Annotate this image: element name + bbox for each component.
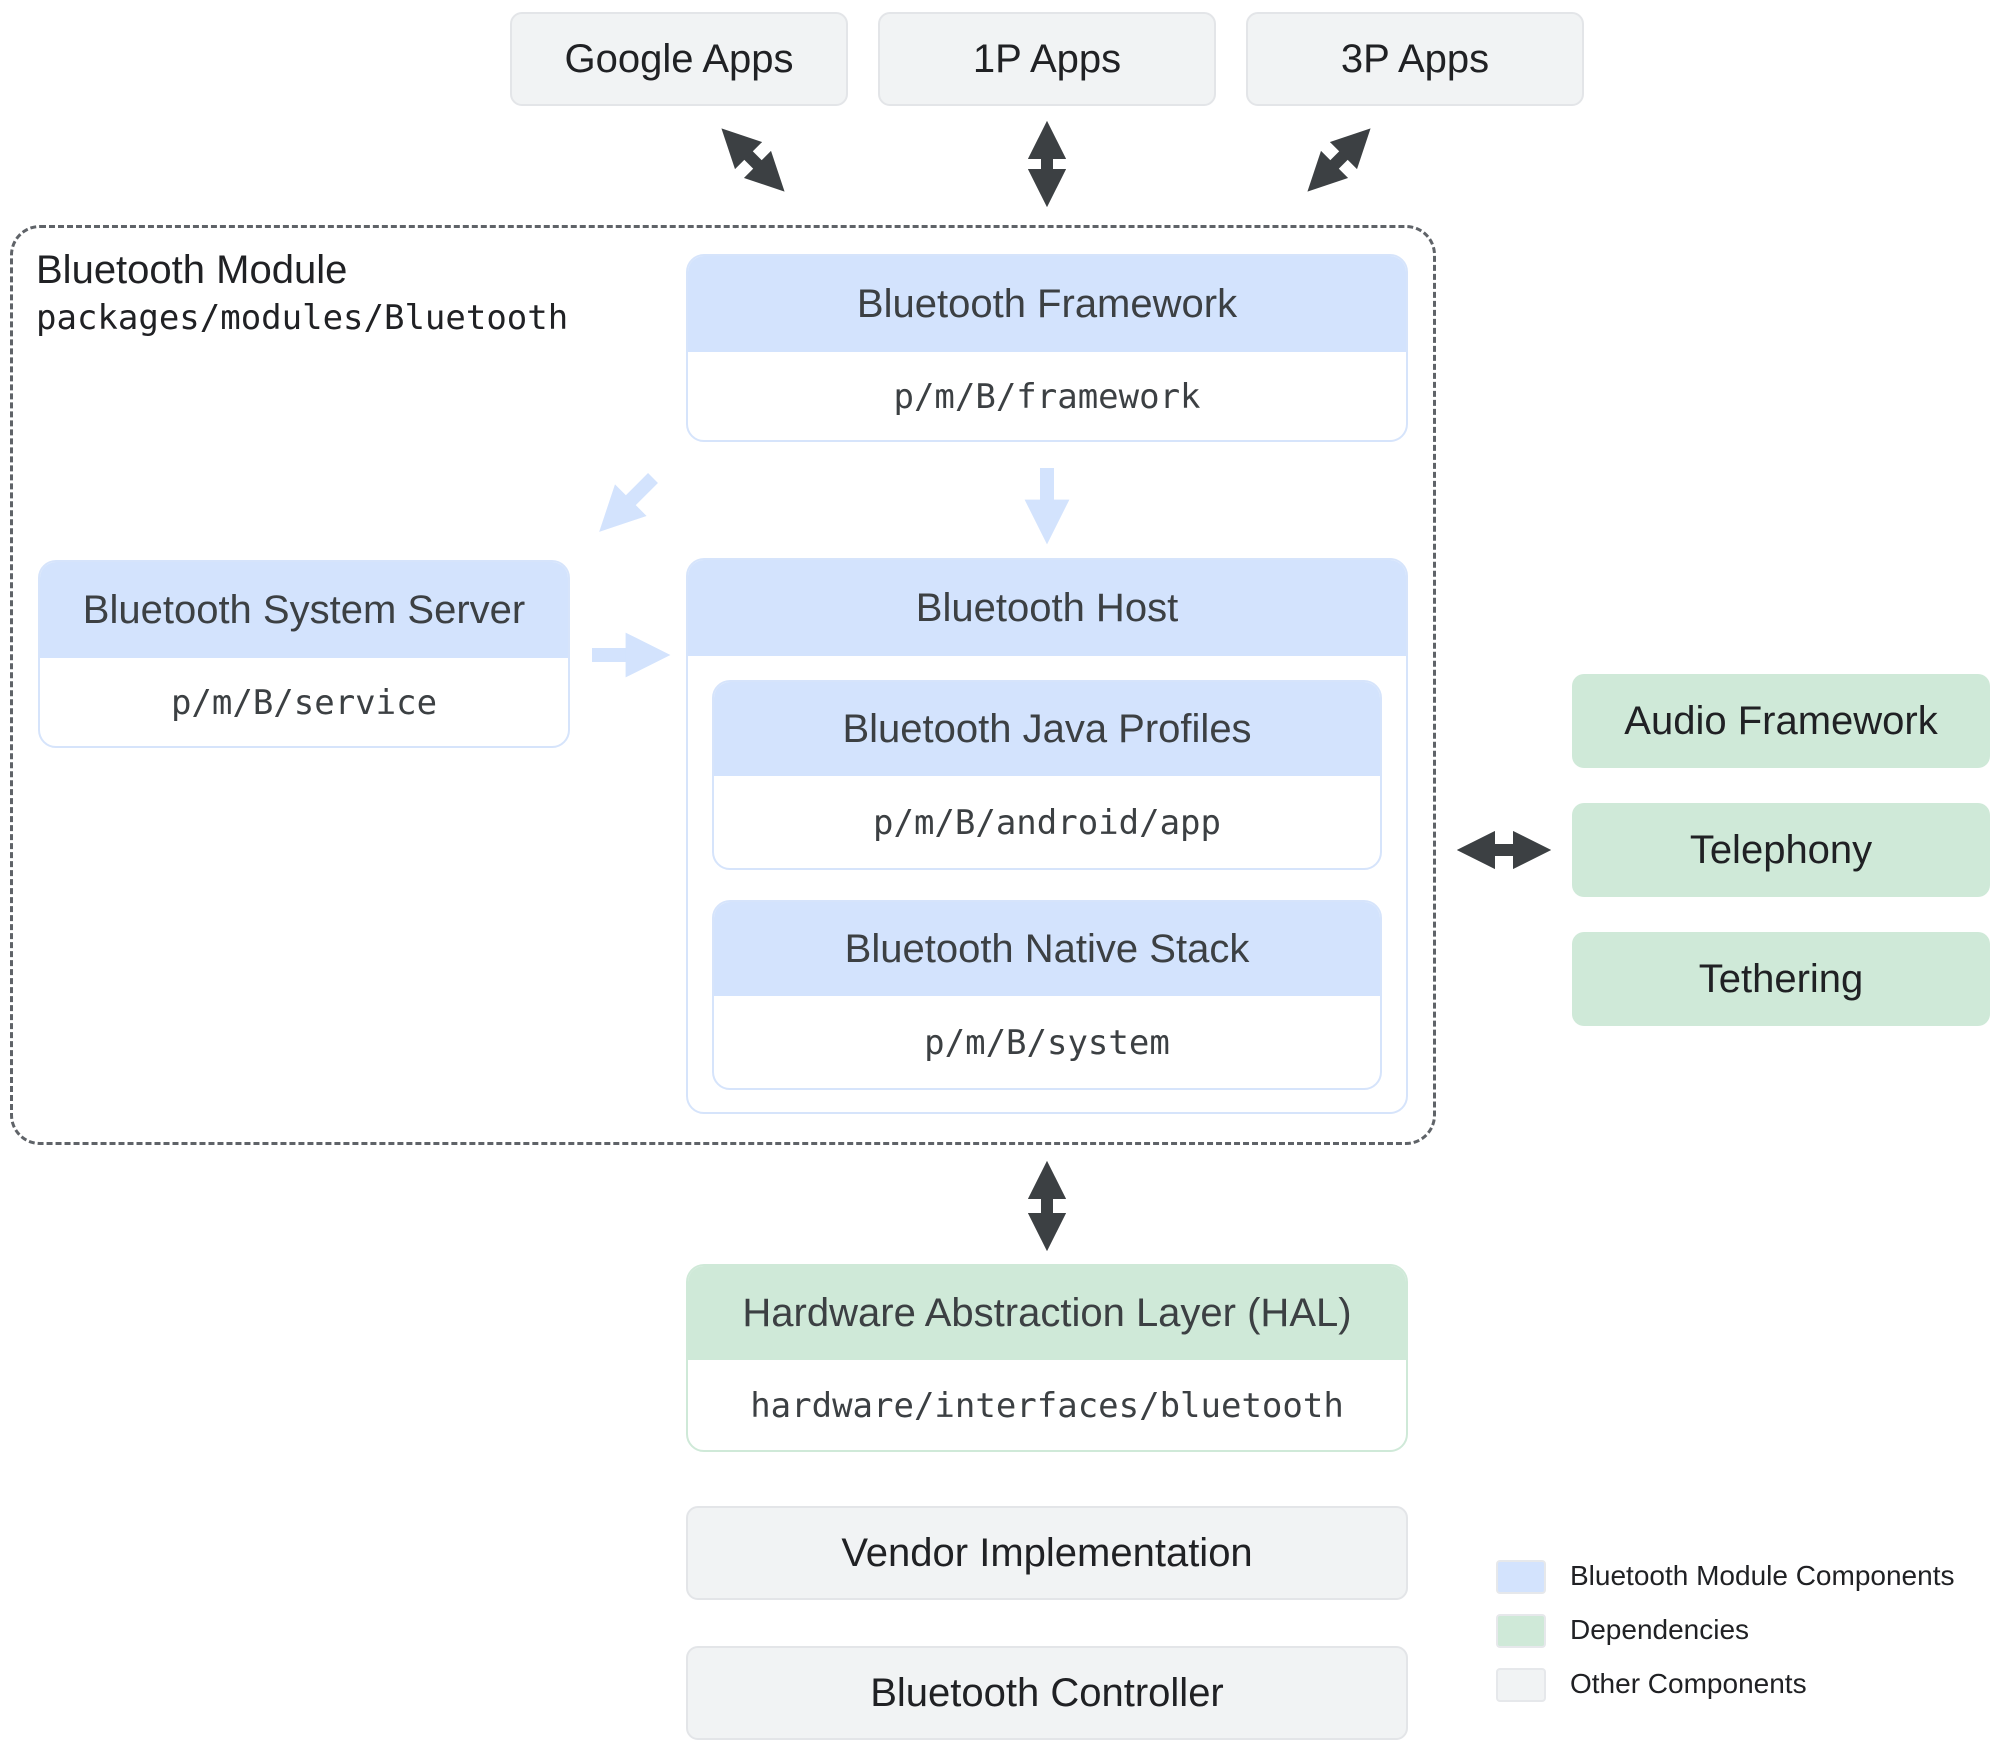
bluetooth-system-server-title: Bluetooth System Server <box>40 562 568 658</box>
module-path: packages/modules/Bluetooth <box>36 298 569 338</box>
bluetooth-controller-label: Bluetooth Controller <box>870 1670 1224 1715</box>
tethering-box: Tethering <box>1572 932 1990 1026</box>
first-party-apps-box: 1P Apps <box>878 12 1216 106</box>
telephony-box: Telephony <box>1572 803 1990 897</box>
bluetooth-system-server-path: p/m/B/service <box>170 683 438 723</box>
bluetooth-native-stack-path: p/m/B/system <box>924 1023 1170 1063</box>
hal-title: Hardware Abstraction Layer (HAL) <box>688 1266 1406 1360</box>
legend-label-dependencies: Dependencies <box>1570 1614 1750 1645</box>
framework-to-system-server-arrow <box>599 473 658 532</box>
legend-swatch-module <box>1496 1560 1546 1594</box>
bluetooth-native-stack-card: Bluetooth Native Stack p/m/B/system <box>712 900 1382 1090</box>
bluetooth-native-stack-title: Bluetooth Native Stack <box>714 902 1380 996</box>
legend-swatch-dependencies <box>1496 1614 1546 1648</box>
bluetooth-module-container <box>10 225 1436 1145</box>
bluetooth-framework-path: p/m/B/framework <box>893 377 1201 417</box>
legend-swatch-other <box>1496 1668 1546 1702</box>
legend-label-module: Bluetooth Module Components <box>1570 1560 1955 1591</box>
vendor-implementation-box: Vendor Implementation <box>686 1506 1408 1600</box>
vendor-implementation-label: Vendor Implementation <box>841 1530 1253 1575</box>
bluetooth-controller-box: Bluetooth Controller <box>686 1646 1408 1740</box>
legend: Bluetooth Module Components Dependencies… <box>1496 1560 1976 1720</box>
bluetooth-java-profiles-card: Bluetooth Java Profiles p/m/B/android/ap… <box>712 680 1382 870</box>
hal-card: Hardware Abstraction Layer (HAL) hardwar… <box>686 1264 1408 1452</box>
telephony-label: Telephony <box>1689 827 1873 872</box>
google-apps-arrow <box>721 128 785 192</box>
audio-framework-label: Audio Framework <box>1624 698 1938 743</box>
third-party-apps-arrow <box>1307 128 1371 192</box>
bluetooth-java-profiles-path: p/m/B/android/app <box>873 803 1221 843</box>
first-party-apps-label: 1P Apps <box>972 36 1122 81</box>
audio-framework-box: Audio Framework <box>1572 674 1990 768</box>
google-apps-label: Google Apps <box>564 36 794 81</box>
third-party-apps-label: 3P Apps <box>1340 36 1490 81</box>
bluetooth-framework-title: Bluetooth Framework <box>688 256 1406 352</box>
google-apps-box: Google Apps <box>510 12 848 106</box>
hal-path: hardware/interfaces/bluetooth <box>750 1386 1344 1426</box>
bluetooth-host-title: Bluetooth Host <box>688 560 1406 656</box>
tethering-label: Tethering <box>1698 956 1864 1001</box>
legend-label-other: Other Components <box>1570 1668 1807 1699</box>
bluetooth-framework-card: Bluetooth Framework p/m/B/framework <box>686 254 1408 442</box>
bluetooth-system-server-card: Bluetooth System Server p/m/B/service <box>38 560 570 748</box>
module-title: Bluetooth Module <box>36 248 348 292</box>
third-party-apps-box: 3P Apps <box>1246 12 1584 106</box>
bluetooth-java-profiles-title: Bluetooth Java Profiles <box>714 682 1380 776</box>
